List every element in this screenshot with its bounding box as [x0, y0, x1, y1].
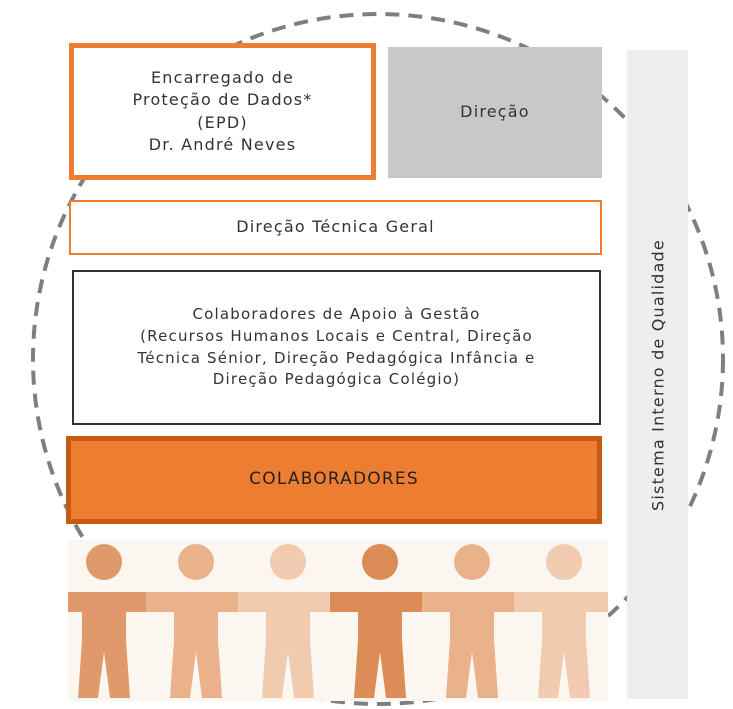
person-figure [422, 544, 522, 698]
direcao-label: Direção [460, 102, 530, 122]
sistema-qualidade-label: Sistema Interno de Qualidade [648, 238, 667, 511]
sistema-qualidade-bar: Sistema Interno de Qualidade [627, 50, 688, 699]
epd-box: Encarregado de Proteção de Dados* (EPD) … [69, 43, 376, 180]
apoio-gestao-line-3: Técnica Sénior, Direção Pedagógica Infân… [137, 348, 536, 367]
people-chain-image [54, 544, 614, 698]
colaboradores-label: COLABORADORES [249, 469, 419, 490]
person-figure [330, 544, 430, 698]
people-illustration [54, 540, 614, 701]
person-figure [514, 544, 614, 698]
apoio-gestao-line-1: Colaboradores de Apoio à Gestão [192, 305, 481, 323]
apoio-gestao-line-4: Direção Pedagógica Colégio) [212, 370, 461, 389]
epd-line-3: (EPD) [197, 112, 248, 132]
epd-line-2: Proteção de Dados* [132, 90, 313, 110]
epd-line-4: Dr. André Neves [148, 134, 297, 154]
apoio-gestao-line-2: (Recursos Humanos Locais e Central, Dire… [140, 326, 533, 345]
person-figure [238, 544, 338, 698]
epd-line-1: Encarregado de [150, 67, 294, 87]
direcao-tecnica-geral-label: Direção Técnica Geral [236, 217, 435, 237]
person-figure [54, 544, 154, 698]
direcao-tecnica-geral-box: Direção Técnica Geral [69, 200, 602, 255]
person-figure [146, 544, 246, 698]
direcao-box: Direção [388, 47, 602, 178]
apoio-gestao-box: Colaboradores de Apoio à Gestão (Recurso… [72, 270, 601, 425]
colaboradores-box: COLABORADORES [66, 436, 602, 524]
